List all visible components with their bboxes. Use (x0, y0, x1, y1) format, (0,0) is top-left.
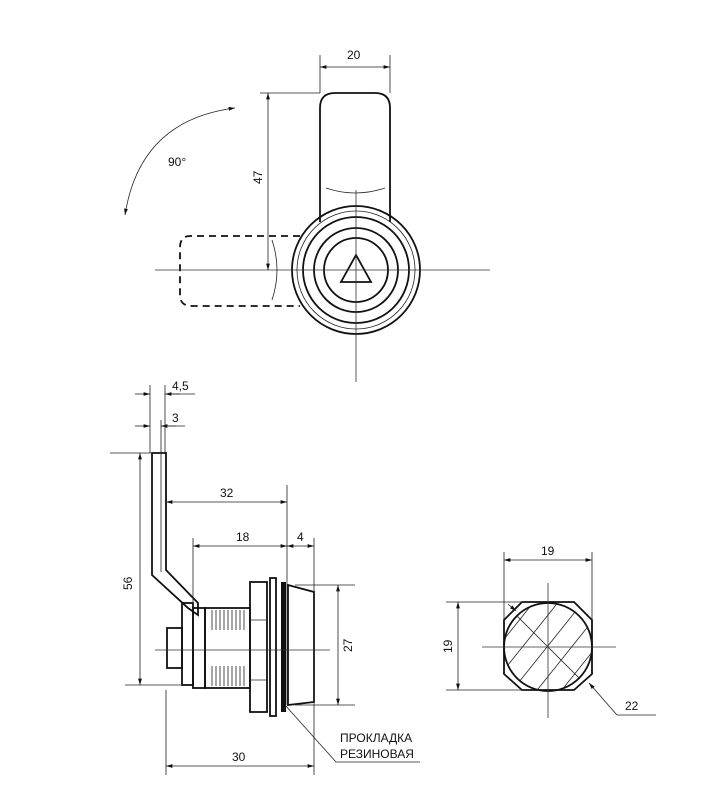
dim-18: 18 (236, 530, 250, 544)
width-dim: 20 (347, 48, 361, 62)
dim-3: 3 (172, 411, 179, 425)
diameter-leader (588, 682, 618, 716)
body-collar (192, 607, 206, 689)
side-view: 4,5 3 56 32 18 4 27 30 ПРОКЛАДКА РЕЗИНОВ… (110, 379, 420, 775)
handle-groove (325, 187, 386, 194)
height-dim: 47 (251, 170, 265, 184)
rotation-label: 90° (168, 155, 186, 169)
diameter-arrow (507, 603, 517, 612)
dim-30: 30 (232, 750, 246, 764)
dim-4-5: 4,5 (172, 379, 189, 393)
thread-lines (211, 610, 245, 686)
dim-4: 4 (297, 530, 304, 544)
cam-lever (151, 452, 199, 617)
rotation-arrow (124, 106, 236, 216)
handle-rotated-dashed (179, 235, 300, 307)
rubber-gasket (281, 582, 286, 712)
dim-56: 56 (121, 576, 135, 590)
gasket-note-line1: ПРОКЛАДКА (340, 731, 412, 745)
cutout-width-dim: 19 (541, 544, 555, 558)
cutout-outline (503, 601, 593, 691)
cutout-diameter-dim: 22 (625, 699, 639, 713)
dim-32: 32 (220, 486, 234, 500)
hex-nut (166, 627, 183, 669)
gasket-leader (284, 704, 420, 763)
top-view: 90° 20 47 (124, 48, 490, 382)
dim-27: 27 (341, 638, 355, 652)
cutout-view: 19 19 22 (441, 544, 656, 718)
mounting-nut (249, 581, 268, 713)
cam-plate (181, 602, 194, 686)
lock-washer (269, 577, 277, 717)
lock-head (287, 583, 315, 707)
cutout-height-dim: 19 (441, 639, 455, 653)
handle (319, 92, 391, 222)
gasket-note-line2: РЕЗИНОВАЯ (340, 747, 414, 761)
